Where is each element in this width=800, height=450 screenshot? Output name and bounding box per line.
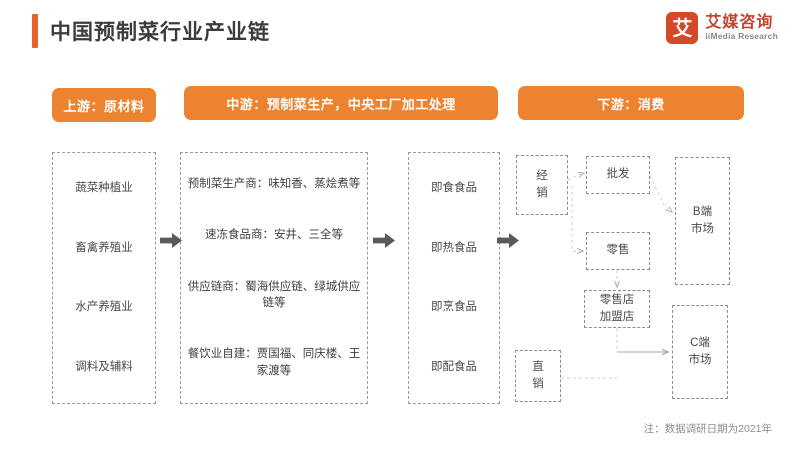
downstream-node-lingshou: 零售 [586,232,650,270]
downstream-node-retail-franchise: 零售店加盟店 [584,290,650,328]
product-type-item: 即烹食品 [431,301,477,314]
stage-pill-midstream: 中游：预制菜生产，中央工厂加工处理 [184,86,498,120]
product-type-item: 即热食品 [431,241,477,254]
downstream-node-zhixiao: 直销 [515,350,561,402]
downstream-node-c-market: C端市场 [672,305,728,399]
midstream-item: 供应链商：蜀海供应链、绿城供应链等 [187,280,361,310]
logo-name-en: iiMedia Research [705,30,778,41]
title-accent-bar [32,14,38,48]
downstream-node-pifa: 批发 [586,156,650,194]
downstream-node-jingxiao: 经销 [516,155,568,215]
product-types-column: 即食食品 即热食品 即烹食品 即配食品 [408,152,500,404]
flow-arrow-icon [373,233,395,248]
product-type-item: 即配食品 [431,360,477,373]
logo-mark-icon: 艾 [666,12,699,44]
upstream-item: 水产养殖业 [75,301,133,314]
page-title: 中国预制菜行业产业链 [50,21,270,44]
midstream-item: 速冻食品商：安井、三全等 [205,229,343,242]
upstream-column: 蔬菜种植业 畜禽养殖业 水产养殖业 调料及辅料 [52,152,156,404]
footnote: 注：数据调研日期为2021年 [643,423,772,435]
flow-arrow-icon [160,233,182,248]
midstream-item: 预制菜生产商：味知香、蒸烩煮等 [187,178,361,191]
flow-arrow-icon [497,233,519,248]
stage-pill-downstream: 下游：消费 [518,86,744,120]
upstream-item: 蔬菜种植业 [75,182,133,195]
midstream-item: 餐饮业自建：贾国福、同庆楼、王家渡等 [187,348,361,378]
stage-pill-upstream: 上游：原材料 [52,88,156,122]
midstream-column: 预制菜生产商：味知香、蒸烩煮等 速冻食品商：安井、三全等 供应链商：蜀海供应链、… [180,152,368,404]
upstream-item: 畜禽养殖业 [75,241,133,254]
logo-text: 艾媒咨询 iiMedia Research [705,14,778,41]
brand-logo: 艾 艾媒咨询 iiMedia Research [666,12,778,44]
upstream-item: 调料及辅料 [75,360,133,373]
logo-name-cn: 艾媒咨询 [705,14,774,32]
downstream-node-b-market: B端市场 [675,157,730,285]
product-type-item: 即食食品 [431,182,477,195]
